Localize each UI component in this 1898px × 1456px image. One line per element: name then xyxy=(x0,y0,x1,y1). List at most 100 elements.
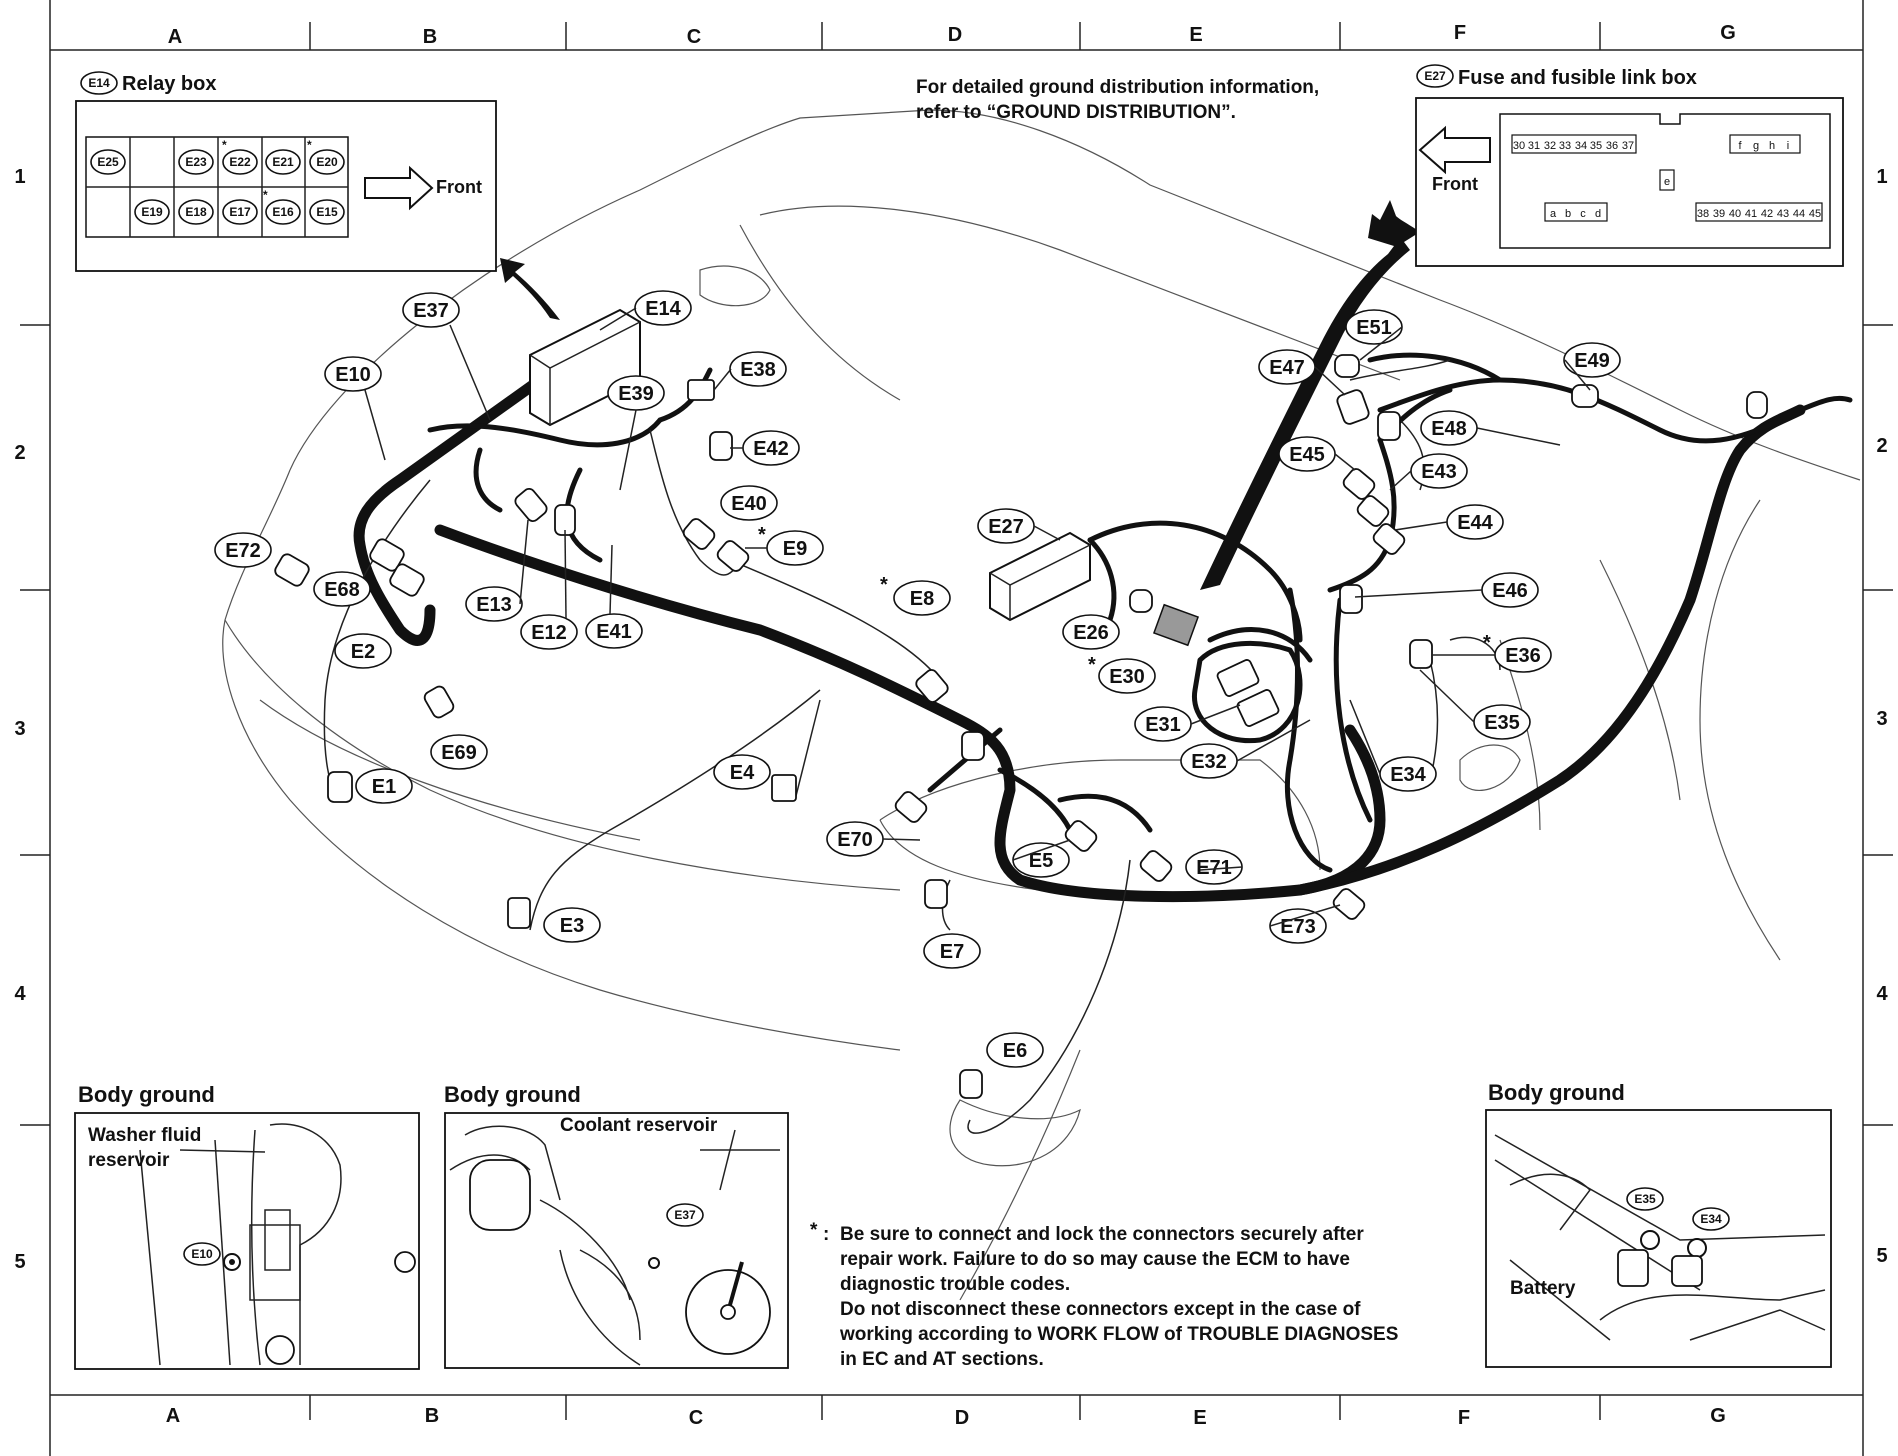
svg-text:E4: E4 xyxy=(730,762,755,784)
grid-col-g-bottom: G xyxy=(1710,1405,1726,1427)
svg-text:E37: E37 xyxy=(413,300,449,322)
svg-text:E7: E7 xyxy=(940,941,964,963)
svg-text:E70: E70 xyxy=(837,829,873,851)
grid-row-1: 1 xyxy=(14,166,25,188)
fuse-e: e xyxy=(1664,176,1670,188)
footnote-line-5: working according to WORK FLOW of TROUBL… xyxy=(839,1324,1398,1345)
leader-lines xyxy=(364,307,1591,927)
relay-slot-e17-label: E17 xyxy=(229,205,251,219)
svg-text:E1: E1 xyxy=(372,776,396,798)
svg-text:E30: E30 xyxy=(1109,666,1145,688)
grid-row-2-right: 2 xyxy=(1876,435,1887,457)
grid-col-b-bottom: B xyxy=(425,1405,439,1427)
fuse-41: 41 xyxy=(1745,208,1757,220)
relay-slot-e17 xyxy=(222,199,258,225)
svg-text:E40: E40 xyxy=(731,493,767,515)
footnote-line-3: diagnostic trouble codes. xyxy=(840,1274,1070,1295)
inset-middle-title: Body ground xyxy=(444,1082,581,1107)
grid-col-e-bottom: E xyxy=(1193,1407,1206,1429)
svg-text:E46: E46 xyxy=(1492,580,1528,602)
connector-e51: E51 xyxy=(1345,309,1403,345)
svg-text:E43: E43 xyxy=(1421,461,1457,483)
harness-wiring xyxy=(353,352,1853,903)
footnote: * : Be sure to connect and lock the conn… xyxy=(810,1220,1398,1370)
svg-text:*: * xyxy=(880,574,888,596)
svg-text:*: * xyxy=(758,524,766,546)
fuse-f: f xyxy=(1738,140,1742,152)
fuse-top-row: 30 31 32 33 34 35 36 37 xyxy=(1513,140,1634,152)
connector-e4: E4 xyxy=(713,754,771,790)
connector-e26: E26 xyxy=(1062,614,1120,650)
fuse-d: d xyxy=(1595,208,1601,220)
relay-slot-e22 xyxy=(222,149,258,175)
relay-slot-e22-star: * xyxy=(222,138,227,152)
inset-left-label1: Washer fluid xyxy=(88,1125,201,1146)
relay-slot-e18 xyxy=(178,199,214,225)
connector-e9: E9* xyxy=(758,524,824,566)
svg-text:E26: E26 xyxy=(1073,622,1109,644)
svg-text:E68: E68 xyxy=(324,579,360,601)
connector-e42: E42 xyxy=(742,430,800,466)
svg-text:E73: E73 xyxy=(1280,916,1316,938)
connector-e2: E2 xyxy=(334,633,392,669)
fuse-45: 45 xyxy=(1809,208,1821,220)
relay-slot-e16-label: E16 xyxy=(272,205,294,219)
connector-plugs xyxy=(274,354,1768,1099)
connector-e70: E70 xyxy=(826,821,884,857)
connector-e13: E13 xyxy=(465,586,523,622)
inset-right-connector1: E35 xyxy=(1634,1192,1656,1206)
relay-slot-e20-label: E20 xyxy=(316,155,338,169)
inset-middle-connector: E37 xyxy=(674,1208,696,1222)
inset-middle: Body ground Coolant reservoir E37 xyxy=(444,1082,789,1369)
fuse-36: 36 xyxy=(1606,140,1618,152)
fuse-30: 30 xyxy=(1513,140,1525,152)
connector-e12: E12 xyxy=(520,614,578,650)
fuse-35: 35 xyxy=(1590,140,1602,152)
inset-left-title: Body ground xyxy=(78,1082,215,1107)
inset-left-connector: E10 xyxy=(191,1247,213,1261)
relay-front-label: Front xyxy=(436,177,482,197)
grid-row-3: 3 xyxy=(14,718,25,740)
relay-slot-e21-label: E21 xyxy=(272,155,294,169)
relay-slot-e20-star: * xyxy=(307,138,312,152)
grid-row-4-right: 4 xyxy=(1876,983,1888,1005)
connector-labels: E37 E14 E10 E38 E39 E42 E40 E9* E72 E68 … xyxy=(214,290,1621,1068)
connector-e37: E37 xyxy=(402,292,460,328)
grid-col-c-bottom: C xyxy=(689,1407,703,1429)
inset-right: Body ground E35 E34 Battery xyxy=(1485,1080,1832,1368)
footnote-line-6: in EC and AT sections. xyxy=(840,1349,1044,1370)
svg-text:E2: E2 xyxy=(351,641,375,663)
fuse-i: i xyxy=(1787,140,1789,152)
connector-e34: E34 xyxy=(1379,756,1437,792)
connector-e68: E68 xyxy=(313,571,371,607)
fuse-38: 38 xyxy=(1697,208,1709,220)
grid-col-d: D xyxy=(948,24,962,46)
grid-frame xyxy=(20,0,1893,1456)
relay-slot-e25-label: E25 xyxy=(97,155,119,169)
connector-e3: E3 xyxy=(543,907,601,943)
relay-slot-e25 xyxy=(90,149,126,175)
relay-box-title: Relay box xyxy=(122,73,216,95)
connector-e40: E40 xyxy=(720,485,778,521)
svg-text:E41: E41 xyxy=(596,621,632,643)
svg-text:E31: E31 xyxy=(1145,714,1181,736)
connector-e27: E27 xyxy=(977,508,1035,544)
footnote-line-2: repair work. Failure to do so may cause … xyxy=(840,1249,1350,1270)
relay-slot-e23-label: E23 xyxy=(185,155,207,169)
connector-e35: E35 xyxy=(1473,704,1531,740)
fuse-32: 32 xyxy=(1544,140,1556,152)
connector-e32: E32 xyxy=(1180,743,1238,779)
grid-column-labels-bottom: A B C D E F G xyxy=(166,1405,1726,1429)
grid-row-5: 5 xyxy=(14,1251,25,1273)
grid-col-a: A xyxy=(168,26,182,48)
fuse-front-arrow-icon xyxy=(1418,125,1491,175)
grid-col-c: C xyxy=(687,26,701,48)
relay-slot-e21 xyxy=(265,149,301,175)
svg-text:E36: E36 xyxy=(1505,645,1541,667)
relay-slot-e19 xyxy=(134,199,170,225)
grid-col-f-bottom: F xyxy=(1458,1407,1470,1429)
grid-col-b: B xyxy=(423,26,437,48)
grid-col-d-bottom: D xyxy=(955,1407,969,1429)
svg-text:E39: E39 xyxy=(618,383,654,405)
connector-e69: E69 xyxy=(430,734,488,770)
